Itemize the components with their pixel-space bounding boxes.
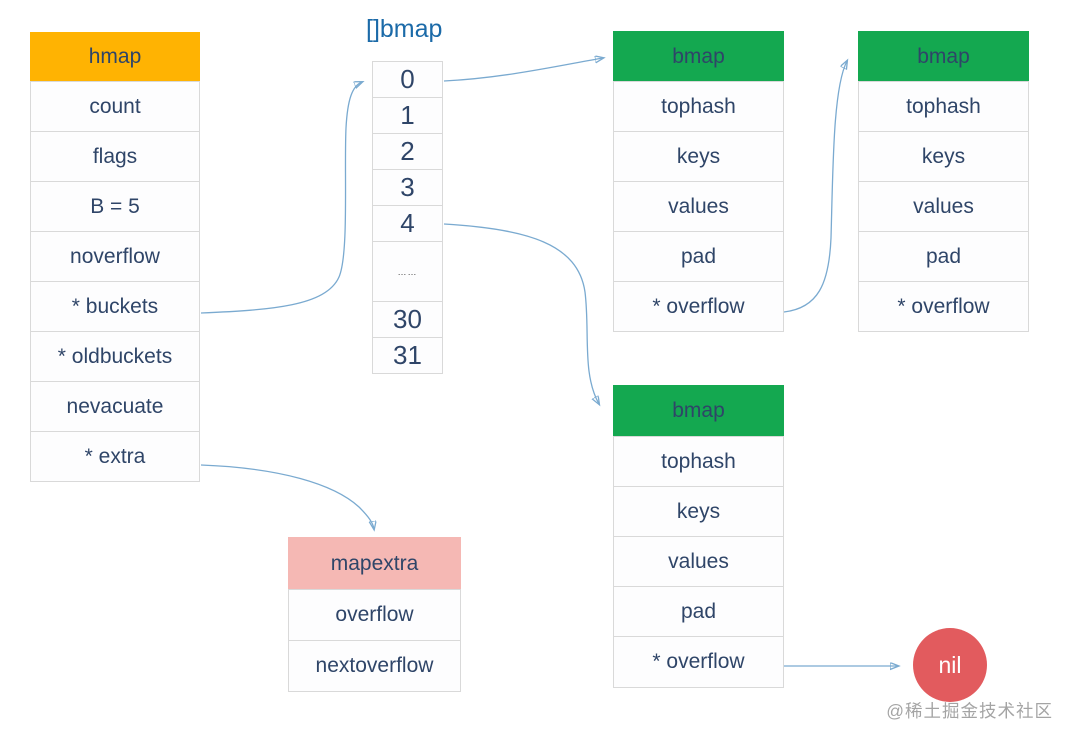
bmap-bottom-values: values (613, 536, 784, 587)
hmap-field-noverflow: noverflow (30, 231, 200, 282)
array-cell-31: 31 (372, 337, 443, 374)
hmap-field-b: B = 5 (30, 181, 200, 232)
bmap-top-pad: pad (613, 231, 784, 282)
edge-array0-to-bmap-top (443, 58, 603, 82)
bmap-bottom-overflow: * overflow (613, 636, 784, 688)
bmap-top-keys: keys (613, 131, 784, 182)
hmap-field-extra: * extra (30, 431, 200, 482)
bmap-bottom-keys: keys (613, 486, 784, 537)
bmap-right-table: bmap tophash keys values pad * overflow (858, 31, 1029, 332)
bmap-right-values: values (858, 181, 1029, 232)
array-cell-ellipsis: …… (372, 241, 443, 302)
hmap-field-nevacuate: nevacuate (30, 381, 200, 432)
nil-label: nil (938, 651, 962, 678)
hmap-field-oldbuckets: * oldbuckets (30, 331, 200, 382)
bmap-bottom-table: bmap tophash keys values pad * overflow (613, 385, 784, 688)
edge-extra-to-mapextra (200, 464, 374, 529)
nil-node: nil (913, 628, 987, 702)
bmap-top-values: values (613, 181, 784, 232)
bmap-bottom-tophash: tophash (613, 436, 784, 487)
bmap-top-overflow: * overflow (613, 281, 784, 332)
mapextra-table: mapextra overflow nextoverflow (288, 537, 461, 692)
array-cell-4: 4 (372, 205, 443, 242)
hmap-field-count: count (30, 81, 200, 132)
bmap-right-header: bmap (858, 31, 1029, 82)
mapextra-header: mapextra (288, 537, 461, 590)
edge-buckets-to-array (200, 82, 362, 314)
edge-array4-to-bmap-bottom (443, 223, 599, 404)
mapextra-nextoverflow: nextoverflow (288, 640, 461, 692)
hmap-table: hmap count flags B = 5 noverflow * bucke… (30, 32, 200, 482)
bucket-array: 0 1 2 3 4 …… 30 31 (372, 61, 443, 374)
array-cell-3: 3 (372, 169, 443, 206)
bmap-bottom-pad: pad (613, 586, 784, 637)
hmap-field-flags: flags (30, 131, 200, 182)
watermark: @稀土掘金技术社区 (886, 701, 1053, 721)
array-cell-30: 30 (372, 301, 443, 338)
hmap-field-buckets: * buckets (30, 281, 200, 332)
bmap-top-table: bmap tophash keys values pad * overflow (613, 31, 784, 332)
array-cell-2: 2 (372, 133, 443, 170)
mapextra-overflow: overflow (288, 589, 461, 641)
bmap-top-tophash: tophash (613, 81, 784, 132)
bmap-top-header: bmap (613, 31, 784, 82)
edge-overflow-to-bmap-right (783, 61, 847, 313)
bmap-right-pad: pad (858, 231, 1029, 282)
array-cell-1: 1 (372, 97, 443, 134)
bucket-array-label: []bmap (366, 15, 443, 43)
array-cell-0: 0 (372, 61, 443, 98)
bmap-right-keys: keys (858, 131, 1029, 182)
bmap-bottom-header: bmap (613, 385, 784, 437)
bmap-right-overflow: * overflow (858, 281, 1029, 332)
bmap-right-tophash: tophash (858, 81, 1029, 132)
hmap-header: hmap (30, 32, 200, 82)
